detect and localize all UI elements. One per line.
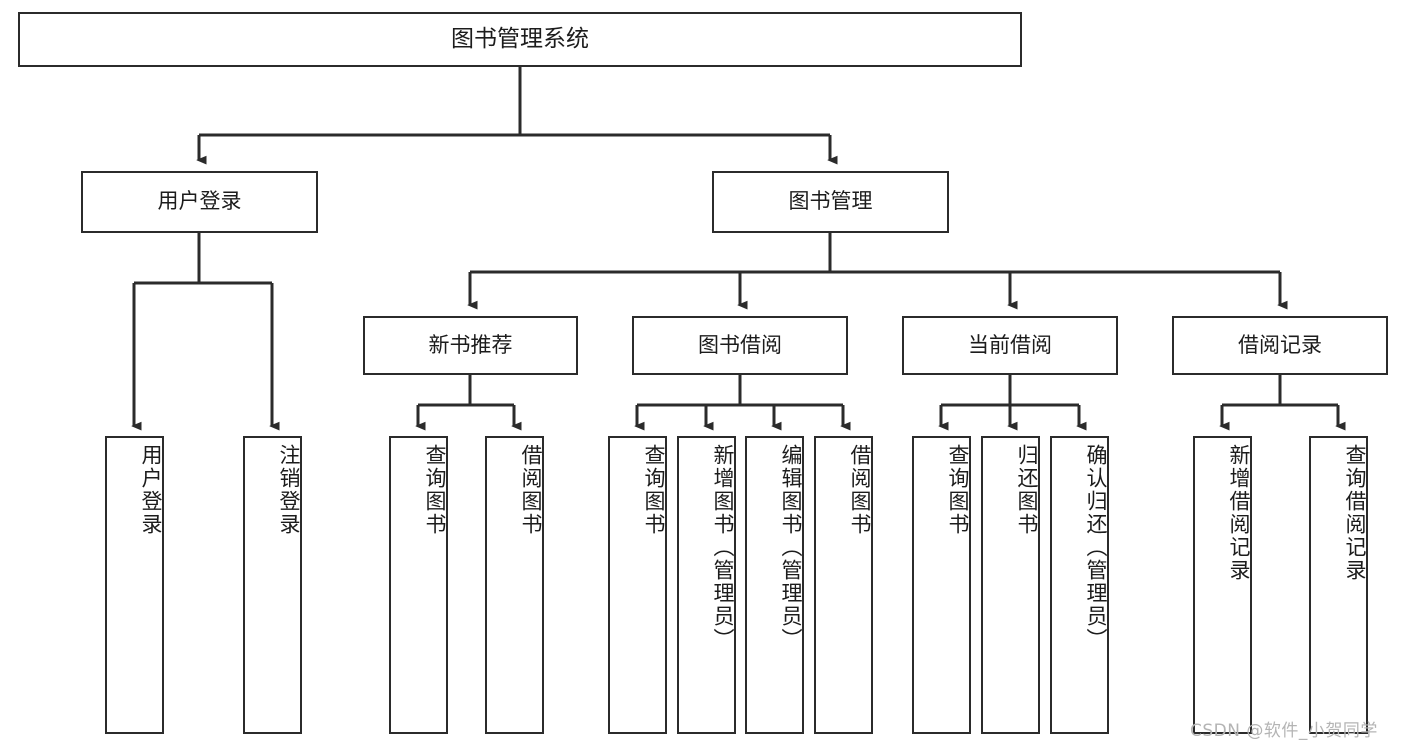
- node-user-login-label: 用户登录: [157, 189, 242, 214]
- leaf-label: 确认归还（管理员）: [1084, 444, 1108, 651]
- leaf-user-login-login[interactable]: 用户登录: [105, 436, 164, 734]
- node-current-borrow-label: 当前借阅: [968, 332, 1052, 357]
- leaf-book-borrow-edit[interactable]: 编辑图书（管理员）: [745, 436, 804, 734]
- node-new-book-recommend[interactable]: 新书推荐: [363, 316, 578, 375]
- node-user-login[interactable]: 用户登录: [81, 171, 318, 233]
- leaf-label: 新增图书（管理员）: [711, 444, 735, 651]
- leaf-user-login-logout[interactable]: 注销登录: [243, 436, 302, 734]
- csdn-watermark: CSDN @软件_小贺同学: [1190, 721, 1378, 741]
- leaf-label: 查询图书: [946, 444, 970, 536]
- leaf-book-borrow-borrow[interactable]: 借阅图书: [814, 436, 873, 734]
- leaf-label: 新增借阅记录: [1227, 444, 1251, 582]
- leaf-label: 查询图书: [642, 444, 666, 536]
- leaf-borrow-record-query[interactable]: 查询借阅记录: [1309, 436, 1368, 734]
- node-book-borrow[interactable]: 图书借阅: [632, 316, 848, 375]
- leaf-label: 用户登录: [139, 444, 163, 536]
- node-borrow-record-label: 借阅记录: [1238, 332, 1322, 357]
- node-current-borrow[interactable]: 当前借阅: [902, 316, 1118, 375]
- leaf-label: 查询图书: [423, 444, 447, 536]
- leaf-new-book-query[interactable]: 查询图书: [389, 436, 448, 734]
- node-new-book-recommend-label: 新书推荐: [428, 332, 513, 357]
- leaf-label: 注销登录: [277, 444, 301, 536]
- leaf-current-borrow-return[interactable]: 归还图书: [981, 436, 1040, 734]
- node-borrow-record[interactable]: 借阅记录: [1172, 316, 1388, 375]
- node-root-system[interactable]: 图书管理系统: [18, 12, 1022, 67]
- leaf-current-borrow-query[interactable]: 查询图书: [912, 436, 971, 734]
- leaf-book-borrow-query[interactable]: 查询图书: [608, 436, 667, 734]
- node-book-borrow-label: 图书借阅: [698, 332, 782, 357]
- leaf-label: 归还图书: [1015, 444, 1039, 536]
- leaf-new-book-borrow[interactable]: 借阅图书: [485, 436, 544, 734]
- leaf-label: 查询借阅记录: [1343, 444, 1367, 582]
- leaf-label: 借阅图书: [848, 444, 872, 536]
- node-book-management[interactable]: 图书管理: [712, 171, 949, 233]
- node-root-label: 图书管理系统: [451, 25, 589, 52]
- leaf-label: 借阅图书: [519, 444, 543, 536]
- leaf-label: 编辑图书（管理员）: [779, 444, 803, 651]
- leaf-borrow-record-add[interactable]: 新增借阅记录: [1193, 436, 1252, 734]
- leaf-book-borrow-add[interactable]: 新增图书（管理员）: [677, 436, 736, 734]
- node-book-management-label: 图书管理: [788, 189, 873, 214]
- leaf-current-borrow-confirm-return[interactable]: 确认归还（管理员）: [1050, 436, 1109, 734]
